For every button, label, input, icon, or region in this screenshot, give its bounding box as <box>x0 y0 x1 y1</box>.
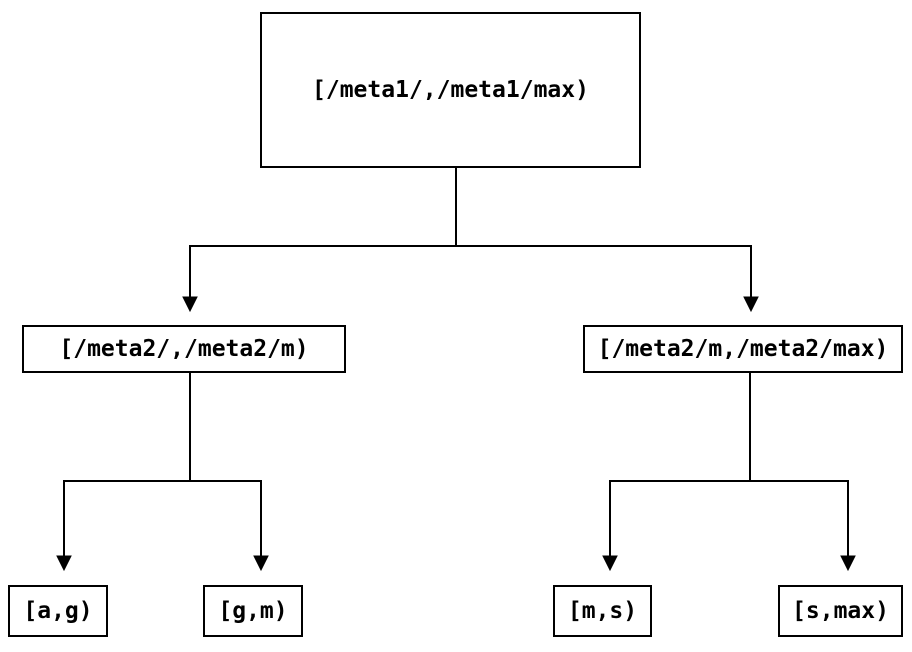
arrowhead-to-gm <box>253 555 269 572</box>
node-leaf-ms-label: [m,s) <box>567 598 638 624</box>
node-left-range: [/meta2/,/meta2/m) <box>22 325 346 373</box>
node-leaf-ms: [m,s) <box>553 585 652 637</box>
arrowhead-to-smax <box>840 555 856 572</box>
arrowhead-to-right <box>743 296 759 313</box>
node-leaf-gm-label: [g,m) <box>218 598 288 624</box>
node-leaf-ag: [a,g) <box>8 585 108 637</box>
node-leaf-ag-label: [a,g) <box>23 598 93 624</box>
node-leaf-gm: [g,m) <box>203 585 303 637</box>
node-left-label: [/meta2/,/meta2/m) <box>59 336 309 362</box>
arrowhead-to-left <box>182 296 198 313</box>
node-leaf-smax: [s,max) <box>778 585 903 637</box>
arrowhead-to-ms <box>602 555 618 572</box>
node-leaf-smax-label: [s,max) <box>792 598 889 624</box>
node-root-range: [/meta1/,/meta1/max) <box>260 12 641 168</box>
node-right-label: [/meta2/m,/meta2/max) <box>597 336 889 362</box>
node-root-label: [/meta1/,/meta1/max) <box>312 77 589 103</box>
node-right-range: [/meta2/m,/meta2/max) <box>583 325 903 373</box>
arrowhead-to-ag <box>56 555 72 572</box>
